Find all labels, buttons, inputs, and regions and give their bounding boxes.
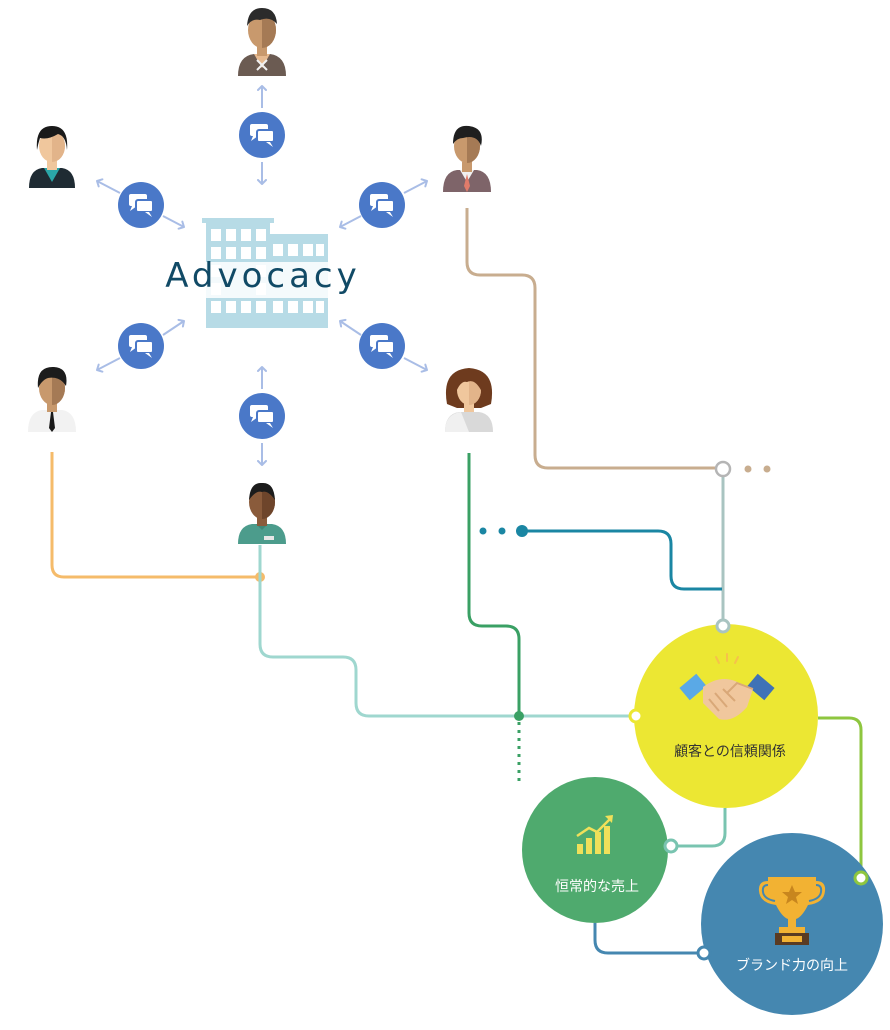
line-teal [522,529,722,591]
trust-node-left [628,708,644,724]
line-green-node [514,711,524,721]
trust-label: 顧客との信頼関係 [674,743,786,760]
chat-bubble-top [238,111,286,159]
line-tan-dot-1 [744,465,752,473]
handshake-icon [679,653,775,720]
person-lower-right-avatar [445,368,493,432]
person-top-avatar [238,8,286,76]
arrow-ul-out [96,178,121,194]
arrow-ll-in [162,318,185,336]
chat-bubble-lower-left [117,322,165,370]
brand-power-label: ブランド力の向上 [736,957,848,974]
arrow-lr-out [403,357,428,373]
sales-node [663,838,679,854]
connector-lines [50,208,863,955]
line-teal-dot-2 [498,527,506,535]
line-tan-dot-2 [763,465,771,473]
person-bottom-avatar [238,482,286,544]
outcome-trust: 顧客との信頼関係 [634,624,818,808]
outcome-brand-power: ブランド力の向上 [701,833,883,1015]
line-green [467,453,521,716]
arrow-lr-in [339,318,362,336]
brand-name: Advocacy [165,256,361,296]
trust-node-top [715,618,731,634]
line-blue [593,923,704,955]
arrow-ll-out [96,357,121,373]
line-mint [258,545,636,718]
line-orange [50,452,260,579]
line-teal-node [516,525,528,537]
person-lower-left-avatar [28,366,76,432]
company-building [202,218,328,328]
sales-label: 恒常的な売上 [555,879,639,895]
line-lime [818,716,863,878]
brand-node-left [696,945,712,961]
line-tan [465,208,722,470]
person-upper-right-avatar [443,125,491,192]
chat-bubble-upper-left [117,181,165,229]
tan-junction-node [714,460,732,478]
brand-node-right [853,870,869,886]
arrow-ul-in [162,215,185,230]
chat-bubble-bottom [238,392,286,440]
chat-bubble-lower-right [358,322,406,370]
arrow-ur-in [339,215,362,230]
growth-chart-icon [576,815,613,854]
chat-links [96,85,428,466]
line-teal-dot-1 [479,527,487,535]
arrow-ur-out [403,178,428,194]
trophy-icon [758,877,826,945]
person-upper-left-avatar [29,126,75,188]
chat-bubble-upper-right [358,181,406,229]
outcome-sales: 恒常的な売上 [522,777,668,923]
line-mint-2 [672,808,727,848]
